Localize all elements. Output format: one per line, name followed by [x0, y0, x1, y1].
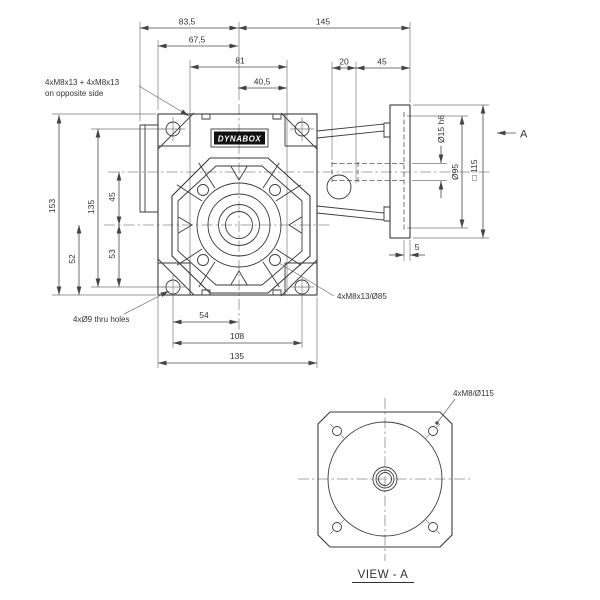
dim-153: 153 — [47, 199, 57, 213]
octagon-inner-ring — [177, 165, 303, 286]
hidden-bore-lines — [331, 112, 405, 232]
main-view: DYNABOX — [52, 22, 492, 368]
face-hole — [269, 184, 281, 196]
view-a: 4xM8/Ø115 VIEW - A — [298, 389, 494, 583]
centerlines — [104, 104, 492, 338]
flange-holes-leader-dot — [435, 421, 439, 425]
logo-background — [214, 131, 265, 145]
flange-outline — [389, 104, 411, 239]
dim-67-5: 67,5 — [189, 35, 206, 45]
dim-135-left: 135 — [86, 200, 96, 214]
face-hole — [197, 184, 209, 196]
flange-hole — [428, 426, 438, 436]
thru-holes-label: 4xØ9 thru holes — [73, 315, 129, 324]
tapped-holes-leader — [138, 85, 190, 117]
dim-45-left: 45 — [107, 192, 117, 202]
flange-hole — [332, 522, 342, 532]
dim-5: 5 — [415, 242, 420, 252]
output-flange-circle — [207, 193, 271, 257]
dim-81: 81 — [235, 56, 245, 66]
dim-52: 52 — [67, 254, 77, 264]
face-hole — [197, 254, 209, 266]
logo-plate: DYNABOX — [210, 128, 269, 148]
thru-holes-leader — [123, 290, 170, 315]
face-holes-leader — [278, 262, 335, 297]
thru-hole-crosses — [161, 117, 314, 299]
logo-text: DYNABOX — [218, 135, 262, 144]
flange-hole-ticks — [329, 423, 441, 535]
view-a-centerlines — [298, 398, 470, 561]
dim-145: 145 — [316, 17, 330, 27]
octagon-outline — [171, 157, 311, 294]
view-a-title: VIEW - A — [358, 569, 409, 581]
shaft-bore-circle — [378, 472, 392, 486]
corner-pads — [157, 112, 318, 297]
output-boss-circle — [196, 182, 282, 268]
output-bore-circle — [225, 211, 253, 239]
dim-45-top: 45 — [377, 57, 387, 67]
dim-20: 20 — [339, 57, 349, 67]
dim-pilot-dia: Ø95 — [450, 164, 460, 180]
annotations: 4xM8x13 + 4xM8x13 on opposite side 4xØ9 … — [45, 78, 387, 324]
shaft-chamfer-circle — [375, 469, 395, 489]
casting-ribs — [176, 162, 302, 288]
flange-holes-leader — [436, 398, 456, 424]
pilot-circle — [327, 421, 443, 537]
flange-hole — [428, 522, 438, 532]
extension-lines — [52, 22, 489, 368]
side-boss — [139, 124, 158, 213]
section-letter: A — [520, 129, 528, 141]
tapped-hole-notches — [201, 114, 282, 295]
dim-40-5: 40,5 — [254, 77, 271, 87]
face-holes-label: 4xM8x13/Ø85 — [337, 292, 387, 301]
output-hub-circle — [218, 204, 260, 246]
dim-108: 108 — [230, 331, 244, 341]
gearbox-body — [139, 112, 318, 299]
dim-flange-square: □ 115 — [469, 159, 479, 180]
housing-plug-hole — [326, 174, 352, 200]
dimensions: 83,5 145 67,5 81 40,5 20 45 153 135 45 5… — [47, 17, 528, 366]
logo-frame — [210, 128, 269, 148]
tapped-holes-note-line2: on opposite side — [45, 89, 104, 98]
flange-holes-label: 4xM8/Ø115 — [453, 389, 494, 398]
dim-54: 54 — [199, 310, 209, 320]
body-outline — [157, 113, 318, 296]
face-plate — [171, 157, 311, 294]
dim-135-bottom: 135 — [230, 351, 244, 361]
dim-83-5: 83,5 — [179, 17, 196, 27]
flange-hole — [332, 426, 342, 436]
dim-shaft-dia: Ø15 h6 — [436, 115, 446, 143]
dim-53: 53 — [107, 249, 117, 259]
housing-taper — [316, 122, 390, 222]
input-housing — [316, 112, 405, 232]
shaft-hub-circle — [372, 466, 398, 492]
input-flange — [389, 104, 411, 239]
tapped-holes-note-line1: 4xM8x13 + 4xM8x13 — [45, 78, 120, 87]
flange-square-outline — [317, 411, 453, 548]
face-hole — [269, 254, 281, 266]
